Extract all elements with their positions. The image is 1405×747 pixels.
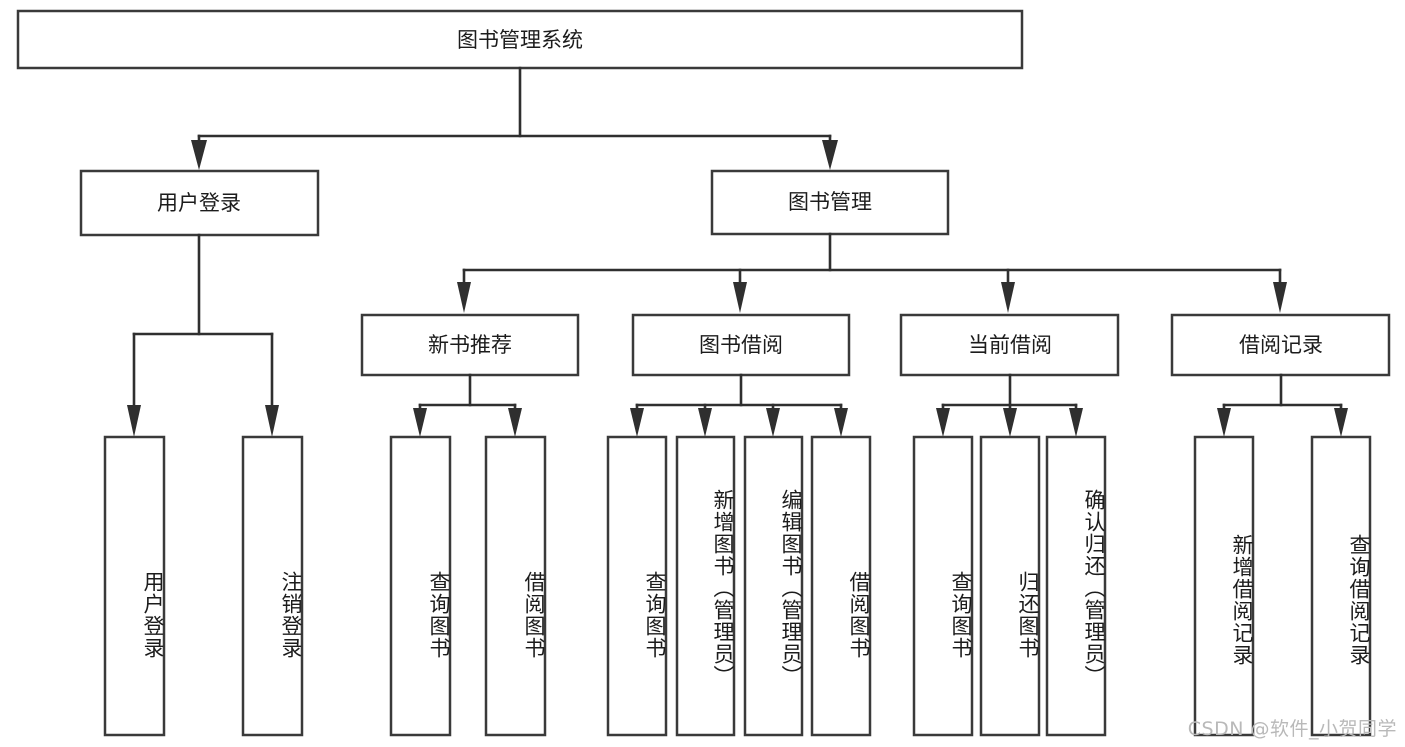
arrow-head-leaf-bookborrow-2 xyxy=(698,408,712,437)
arrow-head-leaf-user-login-2 xyxy=(265,405,279,437)
node-label-root: 图书管理系统 xyxy=(457,28,583,52)
arrow-head-leaf-bookborrow-4 xyxy=(834,408,848,437)
arrow-head-leaf-bookborrow-3 xyxy=(766,408,780,437)
leaf-box-new-book-2[interactable] xyxy=(484,435,547,737)
arrow-head-current-borrow xyxy=(1001,282,1015,313)
arrow-head-borrow-record xyxy=(1273,282,1287,313)
node-label-book-borrow: 图书借阅 xyxy=(699,333,783,357)
arrow-head-leaf-currentborrow-2 xyxy=(1003,408,1017,437)
leaf-box-borrow-record-2[interactable] xyxy=(1310,435,1372,737)
node-label-borrow-record: 借阅记录 xyxy=(1239,333,1323,357)
leaf-box-borrow-record-1[interactable] xyxy=(1193,435,1255,737)
arrow-head-leaf-user-login-1 xyxy=(127,405,141,437)
leaf-box-user-login-2[interactable] xyxy=(241,435,304,737)
node-label-new-book-recommend: 新书推荐 xyxy=(428,333,512,357)
leaf-box-new-book-1[interactable] xyxy=(389,435,452,737)
arrow-head-leaf-borrowrecord-2 xyxy=(1334,408,1348,437)
leaf-box-book-borrow-2[interactable] xyxy=(675,435,736,737)
arrow-head-leaf-borrowrecord-1 xyxy=(1217,408,1231,437)
arrow-head-bookmgmt xyxy=(822,140,838,170)
watermark-label: CSDN @软件_小贺同学 xyxy=(1187,718,1397,740)
arrow-head-userlogin xyxy=(191,140,207,170)
arrow-head-leaf-bookborrow-1 xyxy=(630,408,644,437)
leaf-box-current-borrow-3[interactable] xyxy=(1045,435,1107,737)
arrow-head-new-book-recommend xyxy=(457,282,471,313)
leaf-box-user-login-1[interactable] xyxy=(103,435,166,737)
node-label-user-login: 用户登录 xyxy=(157,191,241,215)
arrow-head-leaf-newbook-2 xyxy=(508,408,522,437)
leaf-box-current-borrow-1[interactable] xyxy=(912,435,974,737)
leaf-box-book-borrow-1[interactable] xyxy=(606,435,668,737)
arrow-head-leaf-currentborrow-3 xyxy=(1069,408,1083,437)
node-box-borrow-record[interactable] xyxy=(1170,313,1391,377)
node-box-book-management[interactable] xyxy=(710,169,950,236)
arrow-head-leaf-currentborrow-1 xyxy=(936,408,950,437)
node-box-new-book-recommend[interactable] xyxy=(360,313,580,377)
node-label-current-borrow: 当前借阅 xyxy=(968,333,1052,357)
leaf-box-book-borrow-4[interactable] xyxy=(810,435,872,737)
node-box-book-borrow[interactable] xyxy=(631,313,851,377)
leaf-box-book-borrow-3[interactable] xyxy=(743,435,804,737)
node-box-root[interactable] xyxy=(16,9,1024,70)
node-box-current-borrow[interactable] xyxy=(899,313,1120,377)
leaf-box-current-borrow-2[interactable] xyxy=(979,435,1041,737)
arrow-head-book-borrow xyxy=(733,282,747,313)
arrow-head-leaf-newbook-1 xyxy=(413,408,427,437)
node-label-book-management: 图书管理 xyxy=(788,190,872,214)
